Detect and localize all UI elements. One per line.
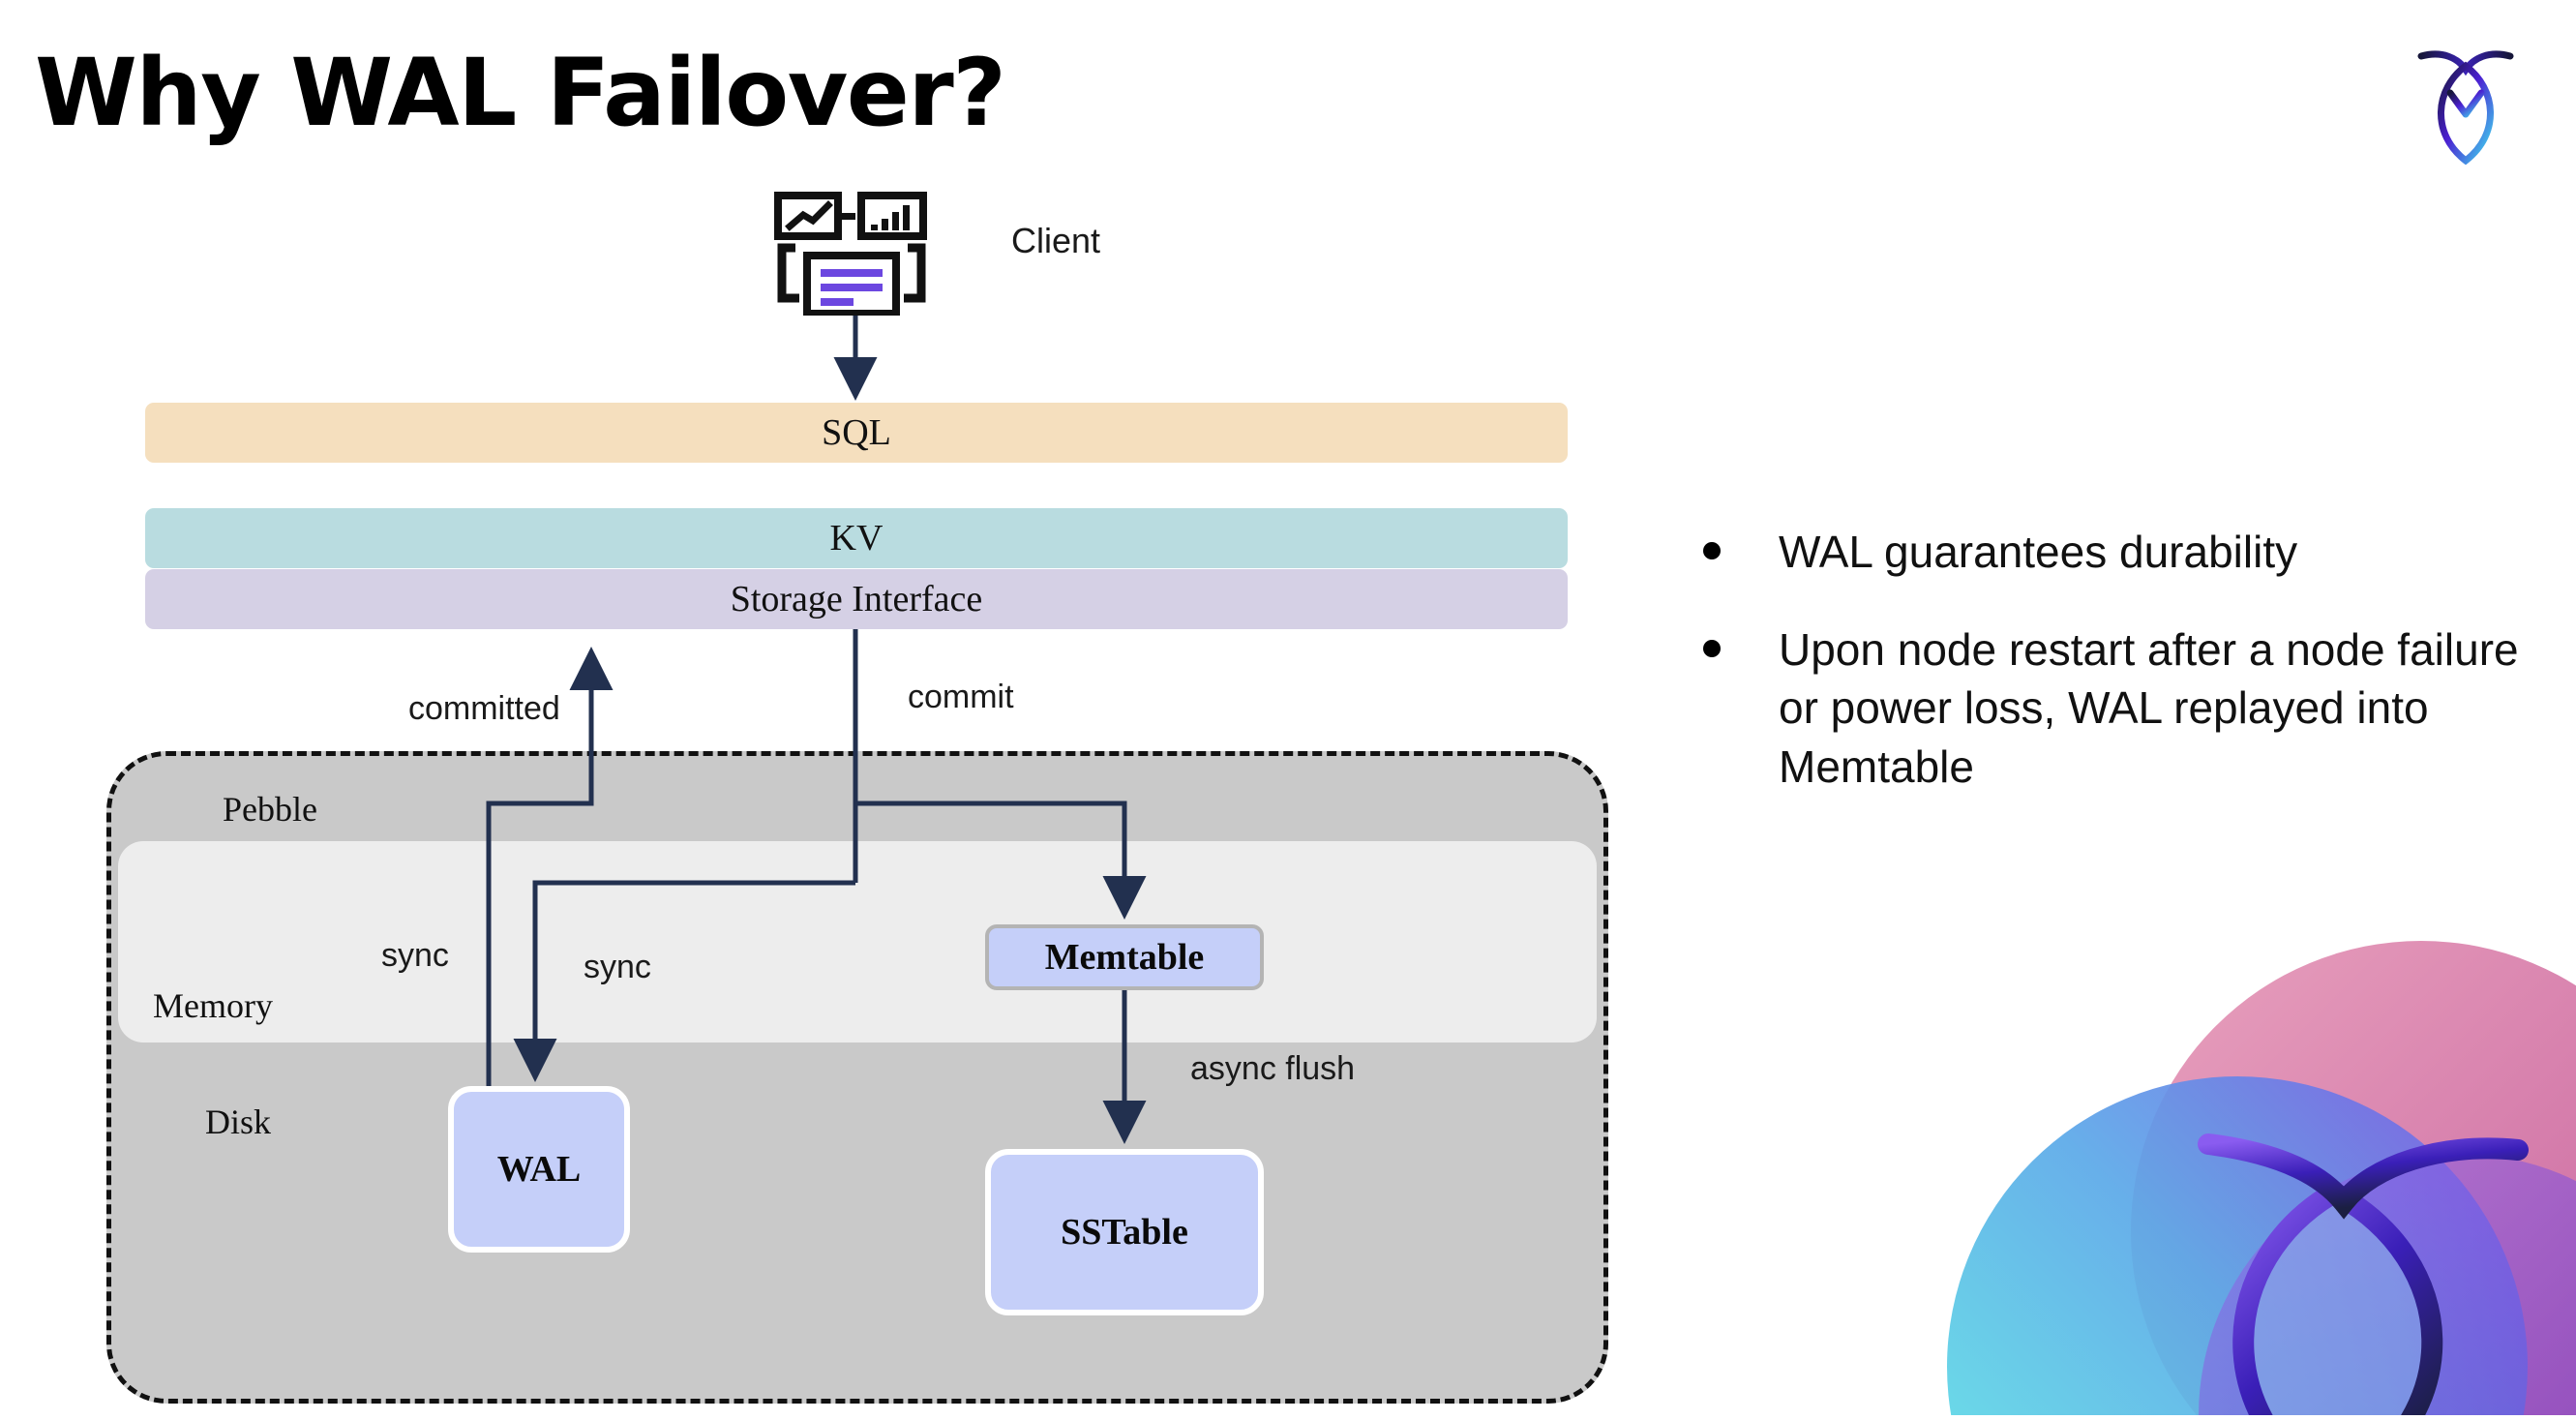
- layer-label-storage-interface: Storage Interface: [730, 579, 983, 619]
- edge-label-sync-wal-write: sync: [584, 949, 651, 985]
- client-dashboard-icon: [774, 192, 929, 317]
- wal-label: WAL: [496, 1149, 582, 1190]
- memory-region: [118, 841, 1597, 1042]
- component-box-memtable: Memtable: [985, 924, 1264, 990]
- sstable-label: SSTable: [1061, 1212, 1188, 1253]
- pebble-label: Pebble: [223, 790, 317, 829]
- page-title: Why WAL Failover?: [35, 39, 1006, 147]
- list-item: WAL guarantees durability: [1703, 523, 2535, 582]
- memory-label: Memory: [153, 986, 273, 1025]
- edge-label-async-flush: async flush: [1190, 1050, 1356, 1087]
- component-box-sstable: SSTable: [985, 1149, 1264, 1315]
- component-box-wal: WAL: [448, 1086, 630, 1253]
- list-item: Upon node restart after a node failure o…: [1703, 620, 2535, 797]
- client-label: Client: [1011, 221, 1101, 260]
- bullet-list: WAL guarantees durability Upon node rest…: [1703, 523, 2535, 835]
- layer-label-kv: KV: [829, 518, 884, 559]
- edge-label-commit: commit: [908, 679, 1014, 715]
- bullet-text: Upon node restart after a node failure o…: [1779, 623, 2519, 793]
- edge-label-sync-wal-committed: sync: [381, 937, 449, 974]
- layer-bar-storage-interface: Storage Interface: [145, 569, 1568, 629]
- bullet-dot-icon: [1703, 639, 1721, 657]
- edge-label-committed: committed: [408, 690, 560, 727]
- abstract-gradient-petals-decoration: [1918, 912, 2576, 1415]
- layer-bar-sql: SQL: [145, 403, 1568, 463]
- bullet-text: WAL guarantees durability: [1779, 527, 2298, 577]
- layer-bar-kv: KV: [145, 508, 1568, 568]
- disk-label: Disk: [205, 1103, 272, 1141]
- layer-label-sql: SQL: [822, 412, 891, 453]
- bullet-dot-icon: [1703, 542, 1721, 559]
- cockroach-leaf-logo: [2408, 37, 2524, 172]
- memtable-label: Memtable: [1044, 937, 1205, 978]
